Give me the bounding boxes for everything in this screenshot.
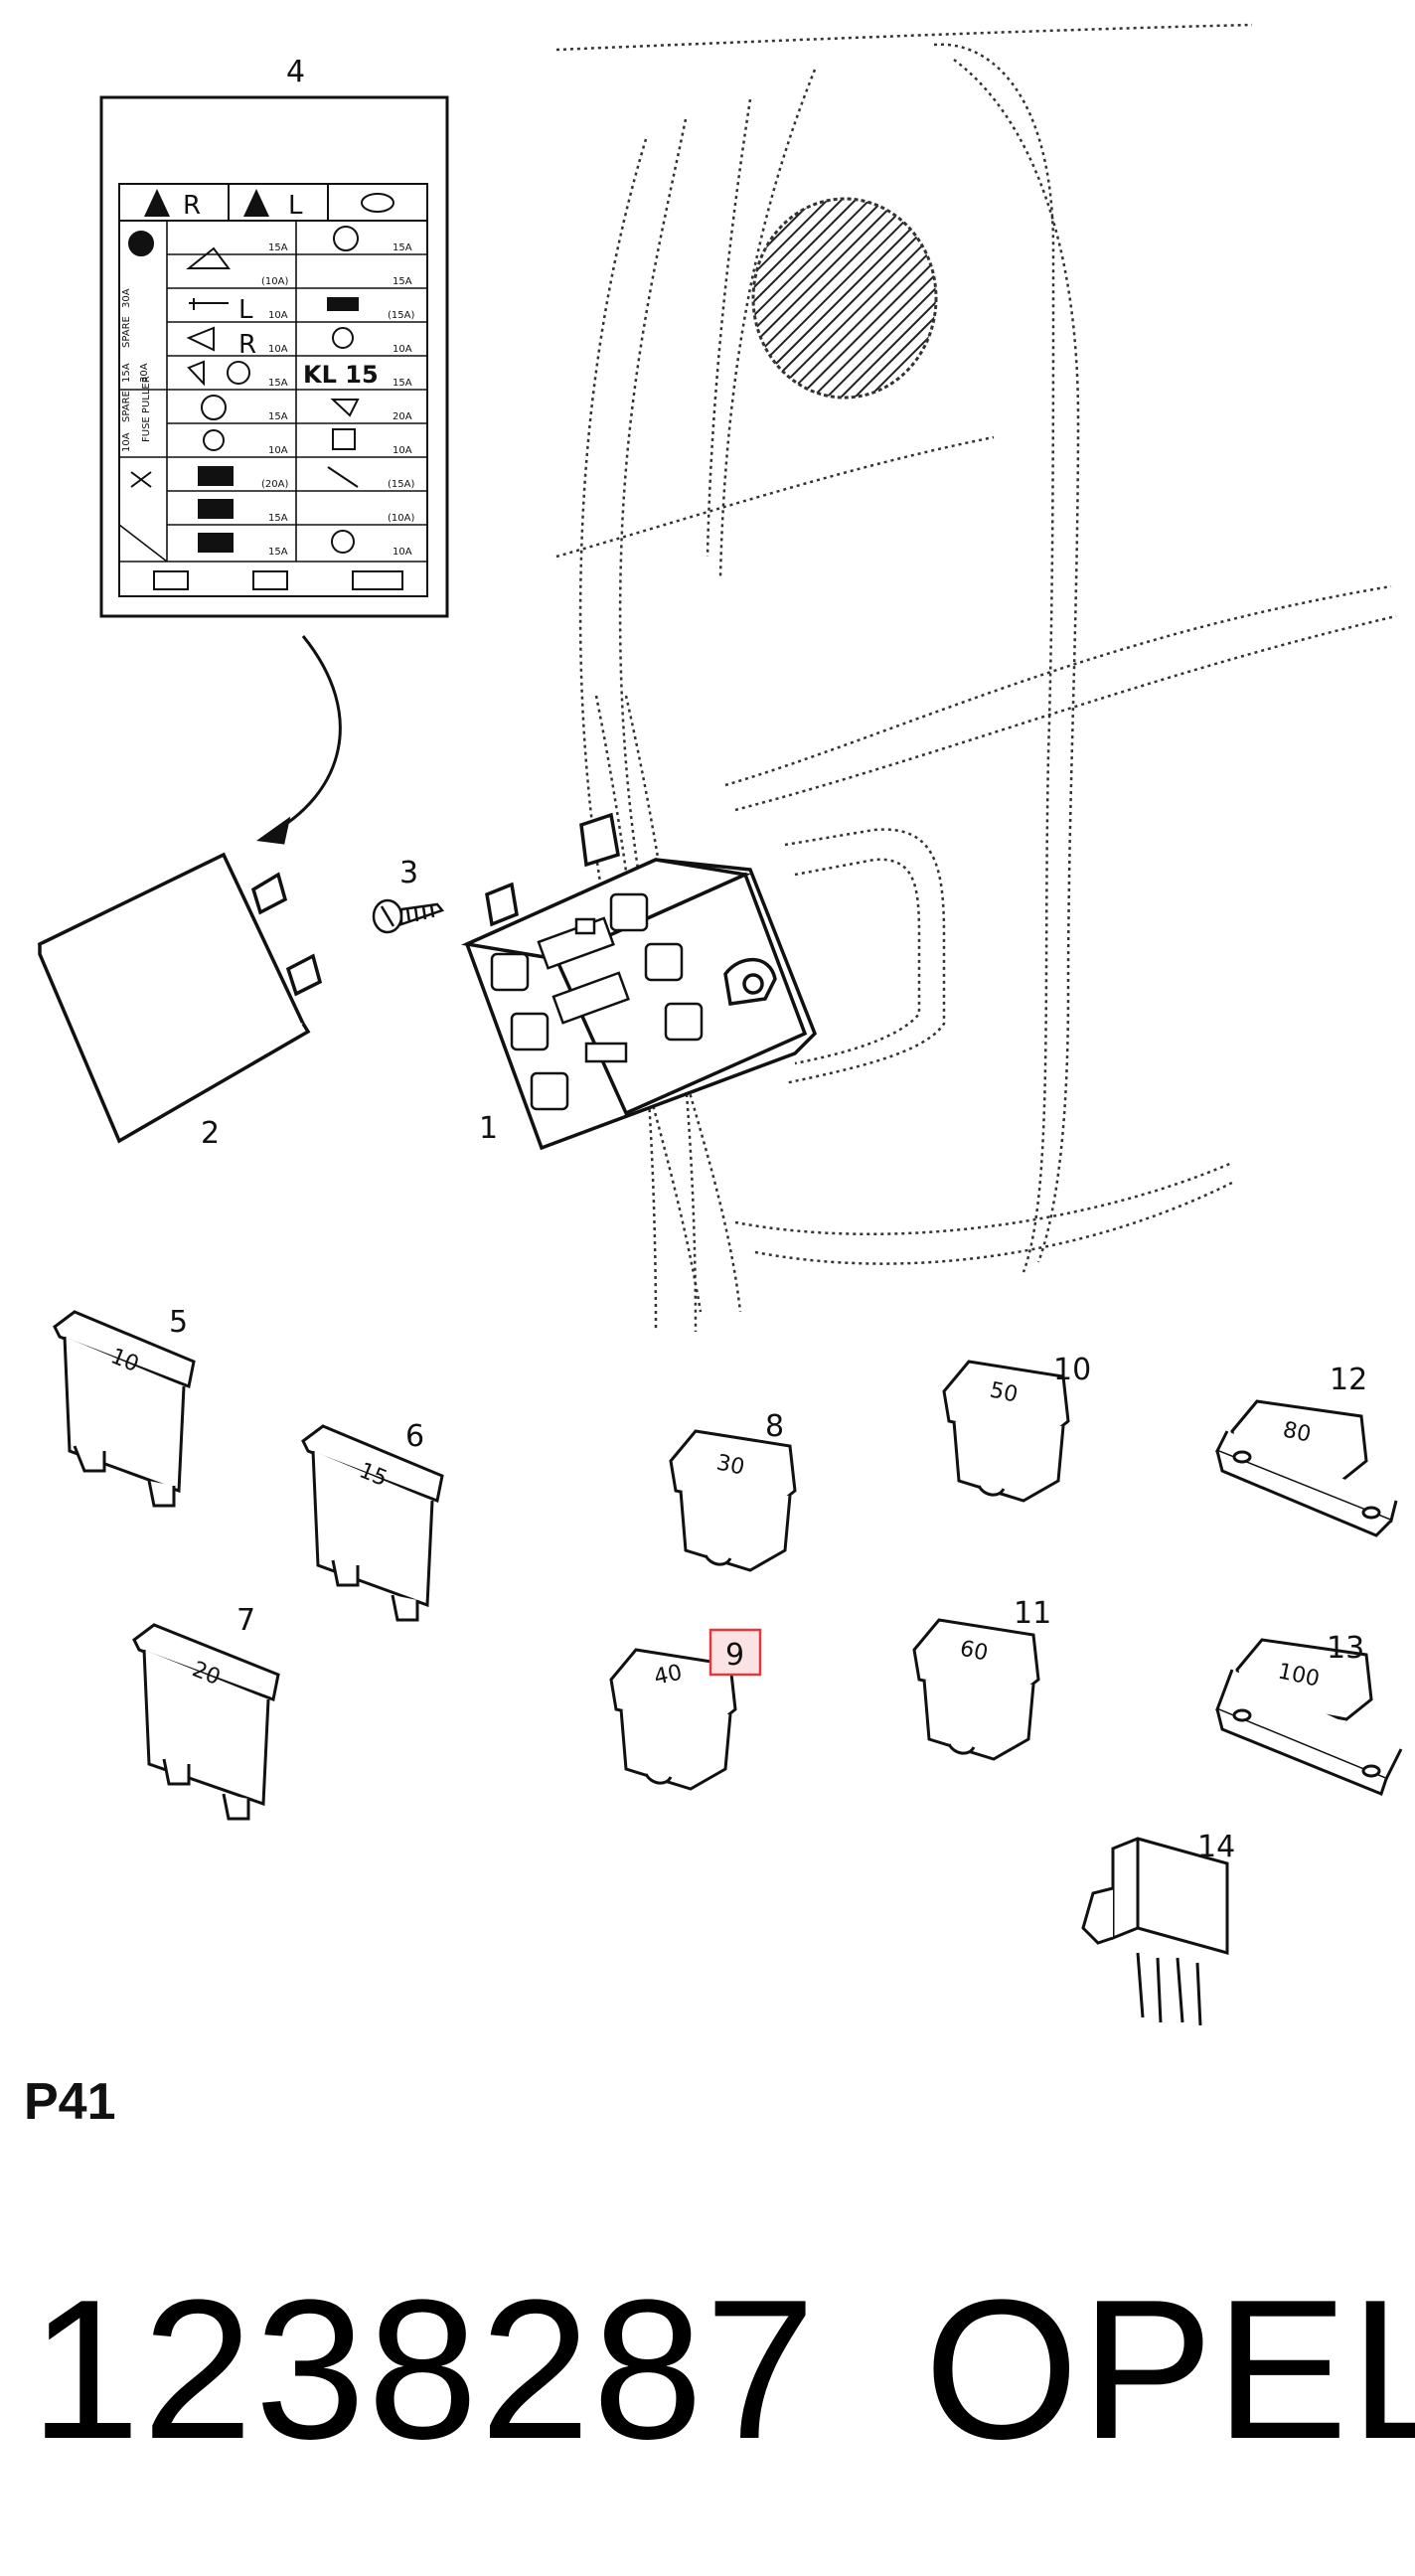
callout-3[interactable]: 3	[399, 856, 418, 890]
callout-12[interactable]: 12	[1330, 1363, 1367, 1397]
callout-1[interactable]: 1	[479, 1111, 498, 1146]
cartridge-fuse-40a	[609, 1648, 737, 1791]
fuse-chart-amp: (20A)	[261, 479, 288, 490]
blade-fuse-20a	[132, 1623, 280, 1821]
fuse-chart-amp: 10A	[268, 445, 288, 456]
fuse-rating-8: 30	[714, 1450, 747, 1480]
fuse-box-cover	[37, 852, 323, 1144]
fuse-rating-9: 40	[652, 1661, 685, 1690]
callout-10[interactable]: 10	[1053, 1353, 1091, 1387]
fuse-chart-row-letter-l: L	[238, 295, 253, 325]
callout-4[interactable]: 4	[286, 55, 305, 89]
fuse-chart-amp: (15A)	[388, 479, 414, 490]
cartridge-fuse-50a	[942, 1360, 1070, 1503]
fuse-chart-side-label: FUSE PULLER	[141, 376, 152, 442]
part-number: 1238287	[30, 2259, 818, 2481]
fuse-chart-side-label: 30A	[121, 288, 132, 308]
screw	[372, 898, 445, 934]
blade-fuse-10a	[53, 1310, 196, 1508]
fuse-chart-amp: 10A	[268, 344, 288, 355]
fuse-chart-side-label: 30A	[139, 363, 150, 383]
fuse-chart-side-label: SPARE	[121, 316, 132, 348]
fuse-chart-label: R L	[99, 95, 449, 618]
fuse-chart-amp: 15A	[268, 547, 288, 558]
fuse-chart-amp: 10A	[393, 445, 412, 456]
fuse-chart-header-l: L	[288, 191, 303, 221]
fuse-chart-header-r: R	[183, 191, 201, 221]
fuse-chart-amp: 15A	[393, 276, 412, 287]
vehicle-body-outline	[555, 23, 1397, 1333]
page-code: P41	[24, 2073, 116, 2131]
cartridge-fuse-60a	[912, 1618, 1040, 1761]
fuse-chart-amp: 15A	[393, 378, 412, 389]
callout-11[interactable]: 11	[1014, 1596, 1051, 1631]
fuse-chart-side-label: SPARE	[121, 391, 132, 422]
fuse-chart-side-label: 15A	[121, 363, 132, 383]
fuse-chart-amp: (10A)	[261, 276, 288, 287]
hazard-icon	[361, 193, 394, 213]
fuse-chart-amp: 10A	[268, 310, 288, 321]
relay-fuse	[1081, 1837, 1229, 2026]
callout-9[interactable]: 9	[725, 1638, 744, 1673]
callout-6[interactable]: 6	[405, 1419, 424, 1454]
speaker-grille	[751, 197, 938, 400]
fuse-chart-amp: 15A	[268, 411, 288, 422]
callout-2[interactable]: 2	[201, 1116, 220, 1151]
callout-13[interactable]: 13	[1327, 1631, 1364, 1666]
fuse-rating-12: 80	[1281, 1417, 1314, 1447]
fuse-rating-11: 60	[958, 1636, 991, 1666]
fuse-chart-amp: 15A	[393, 242, 412, 253]
bolt-in-fuse-100a	[1215, 1638, 1403, 1796]
bolt-in-fuse-80a	[1214, 1399, 1398, 1537]
brand-name: OPEL	[924, 2259, 1415, 2481]
fuse-chart-row-letter-r: R	[238, 330, 256, 360]
arrow-to-cover	[256, 635, 342, 845]
fuse-chart-amp: 10A	[393, 547, 412, 558]
callout-8[interactable]: 8	[765, 1409, 784, 1444]
callout-14[interactable]: 14	[1197, 1830, 1235, 1864]
cartridge-fuse-30a	[669, 1429, 797, 1572]
fuse-chart-amp: 10A	[393, 344, 412, 355]
fuse-chart-side-label: 10A	[121, 432, 132, 452]
fuse-box	[460, 812, 818, 1151]
fuse-chart-amp: 15A	[268, 378, 288, 389]
fuse-chart-amp: 15A	[268, 242, 288, 253]
fuse-rating-10: 50	[988, 1377, 1021, 1407]
fuse-chart-amp: (15A)	[388, 310, 414, 321]
fuse-chart-kl15: KL 15	[303, 361, 379, 389]
callout-7[interactable]: 7	[236, 1603, 255, 1638]
callout-5[interactable]: 5	[169, 1305, 188, 1340]
blade-fuse-15a	[301, 1424, 444, 1622]
fuse-chart-amp: 20A	[393, 411, 412, 422]
fuse-chart-amp: (10A)	[388, 513, 414, 524]
callout-9-highlight	[708, 1628, 762, 1677]
fuse-chart-amp: 15A	[268, 513, 288, 524]
